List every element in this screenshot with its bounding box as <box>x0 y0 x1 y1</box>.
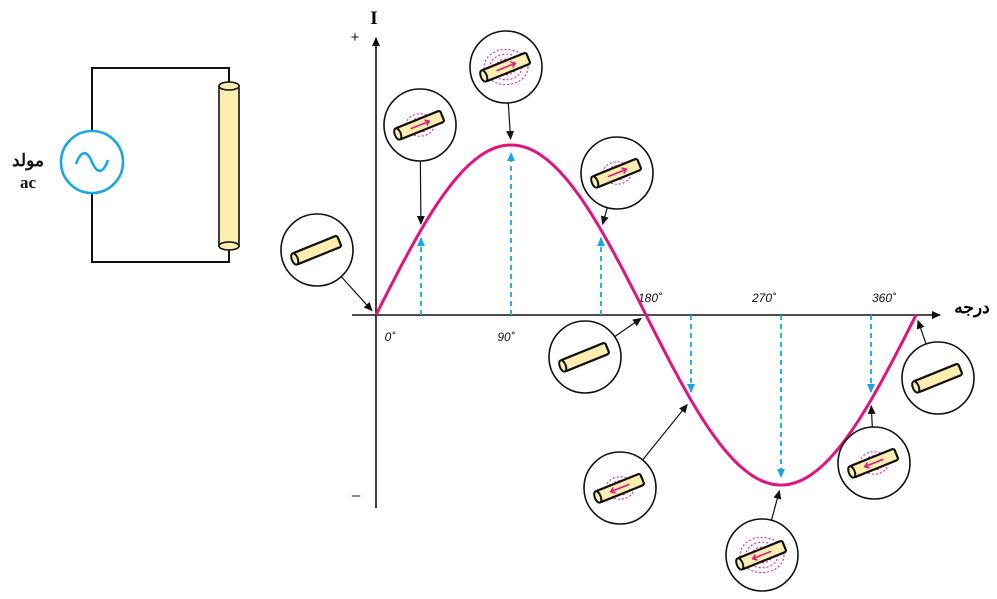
conductor-icon <box>590 157 642 189</box>
conductor-snapshot-150 <box>580 136 654 226</box>
magnetic-field-line <box>483 48 529 86</box>
conductor-snapshots <box>280 30 975 592</box>
conductor-snapshot-90 <box>469 30 543 141</box>
conductor-snapshot-330 <box>837 404 911 500</box>
tick-label-360: 360˚ <box>872 291 897 305</box>
x-axis-label: درجه <box>954 298 989 318</box>
snapshot-pointer <box>867 404 876 428</box>
y-axis-label: I <box>370 8 377 29</box>
generator-circuit: مولد ac <box>12 67 240 263</box>
current-direction-icon <box>751 550 772 561</box>
graph-axes: I + – درجه 0˚ 90˚ 180˚ 270˚ 360˚ <box>351 8 990 508</box>
conductor-icon <box>911 362 963 394</box>
conductor-snapshot-210 <box>583 403 688 525</box>
conductor-snapshot-360 <box>901 319 975 415</box>
conductor-snapshot-0 <box>280 213 373 312</box>
y-minus-sign: – <box>352 487 361 504</box>
conductor-icon <box>393 109 445 141</box>
conductor-icon <box>558 341 610 373</box>
snapshot-pointer <box>416 160 425 226</box>
conductor-icon <box>290 234 342 266</box>
y-plus-sign: + <box>351 29 360 46</box>
conductor-rod <box>218 81 240 251</box>
conductor-icon <box>735 539 787 571</box>
current-arrows <box>417 152 875 478</box>
snapshot-pointer <box>916 319 927 345</box>
generator-label-ac: ac <box>20 173 37 192</box>
magnetic-field-line <box>739 536 785 574</box>
current-direction-icon <box>863 458 884 469</box>
snapshot-pointer <box>600 207 609 226</box>
ac-generator-icon <box>59 129 125 195</box>
conductor-snapshot-30 <box>383 88 457 226</box>
generator-label: مولد <box>12 151 44 171</box>
snapshot-pointer <box>506 102 515 141</box>
current-direction-icon <box>607 167 628 178</box>
conductor-icon <box>593 472 645 504</box>
snapshot-pointer <box>340 276 373 312</box>
current-direction-icon <box>496 61 517 72</box>
current-direction-icon <box>609 483 630 494</box>
current-direction-icon <box>410 119 431 130</box>
snapshot-pointer <box>614 317 642 338</box>
snapshot-pointer <box>770 489 782 521</box>
conductor-icon <box>479 51 531 83</box>
conductor-snapshot-180 <box>548 317 642 394</box>
tick-label-90: 90˚ <box>497 330 515 344</box>
tick-label-0: 0˚ <box>385 330 397 344</box>
circuit-wire <box>91 67 230 263</box>
conductor-snapshot-270 <box>725 489 799 592</box>
tick-label-270: 270˚ <box>751 291 777 305</box>
tick-label-180: 180˚ <box>638 291 663 305</box>
snapshot-pointer <box>642 403 688 461</box>
conductor-icon <box>847 447 899 479</box>
